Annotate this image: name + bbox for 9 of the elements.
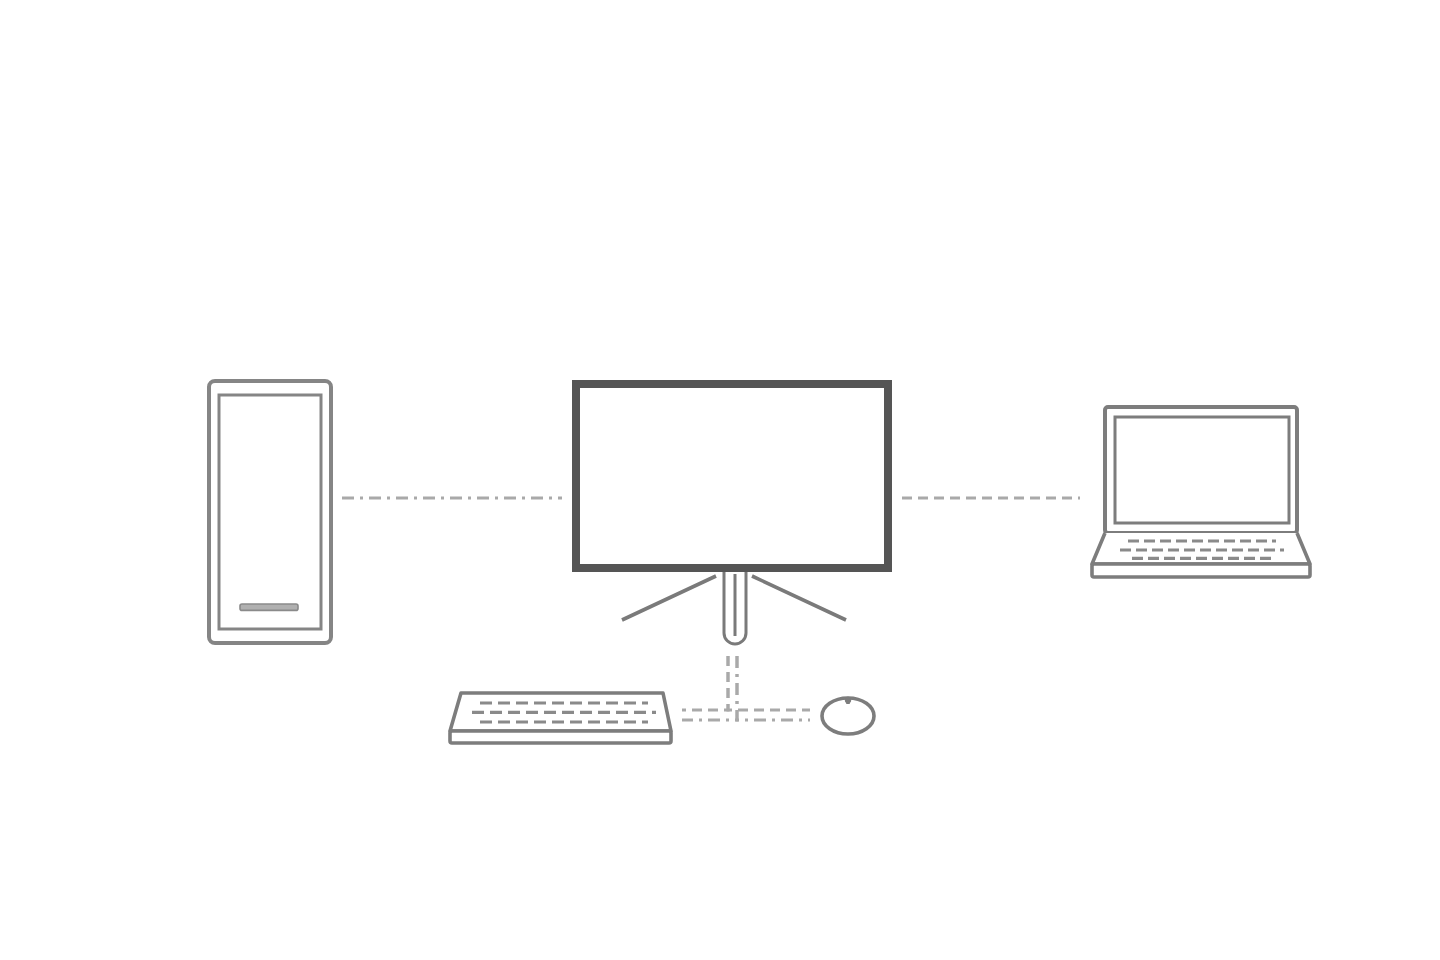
computer-tower-icon	[206, 378, 334, 646]
monitor-icon	[570, 378, 894, 648]
dash-dot-line	[342, 496, 562, 500]
laptop-icon	[1088, 402, 1314, 582]
dash-dot-line	[735, 656, 810, 722]
dashed-line	[726, 656, 810, 712]
dashed-line	[902, 496, 1080, 500]
mouse-icon	[818, 694, 878, 736]
keyboard-icon	[446, 690, 674, 746]
